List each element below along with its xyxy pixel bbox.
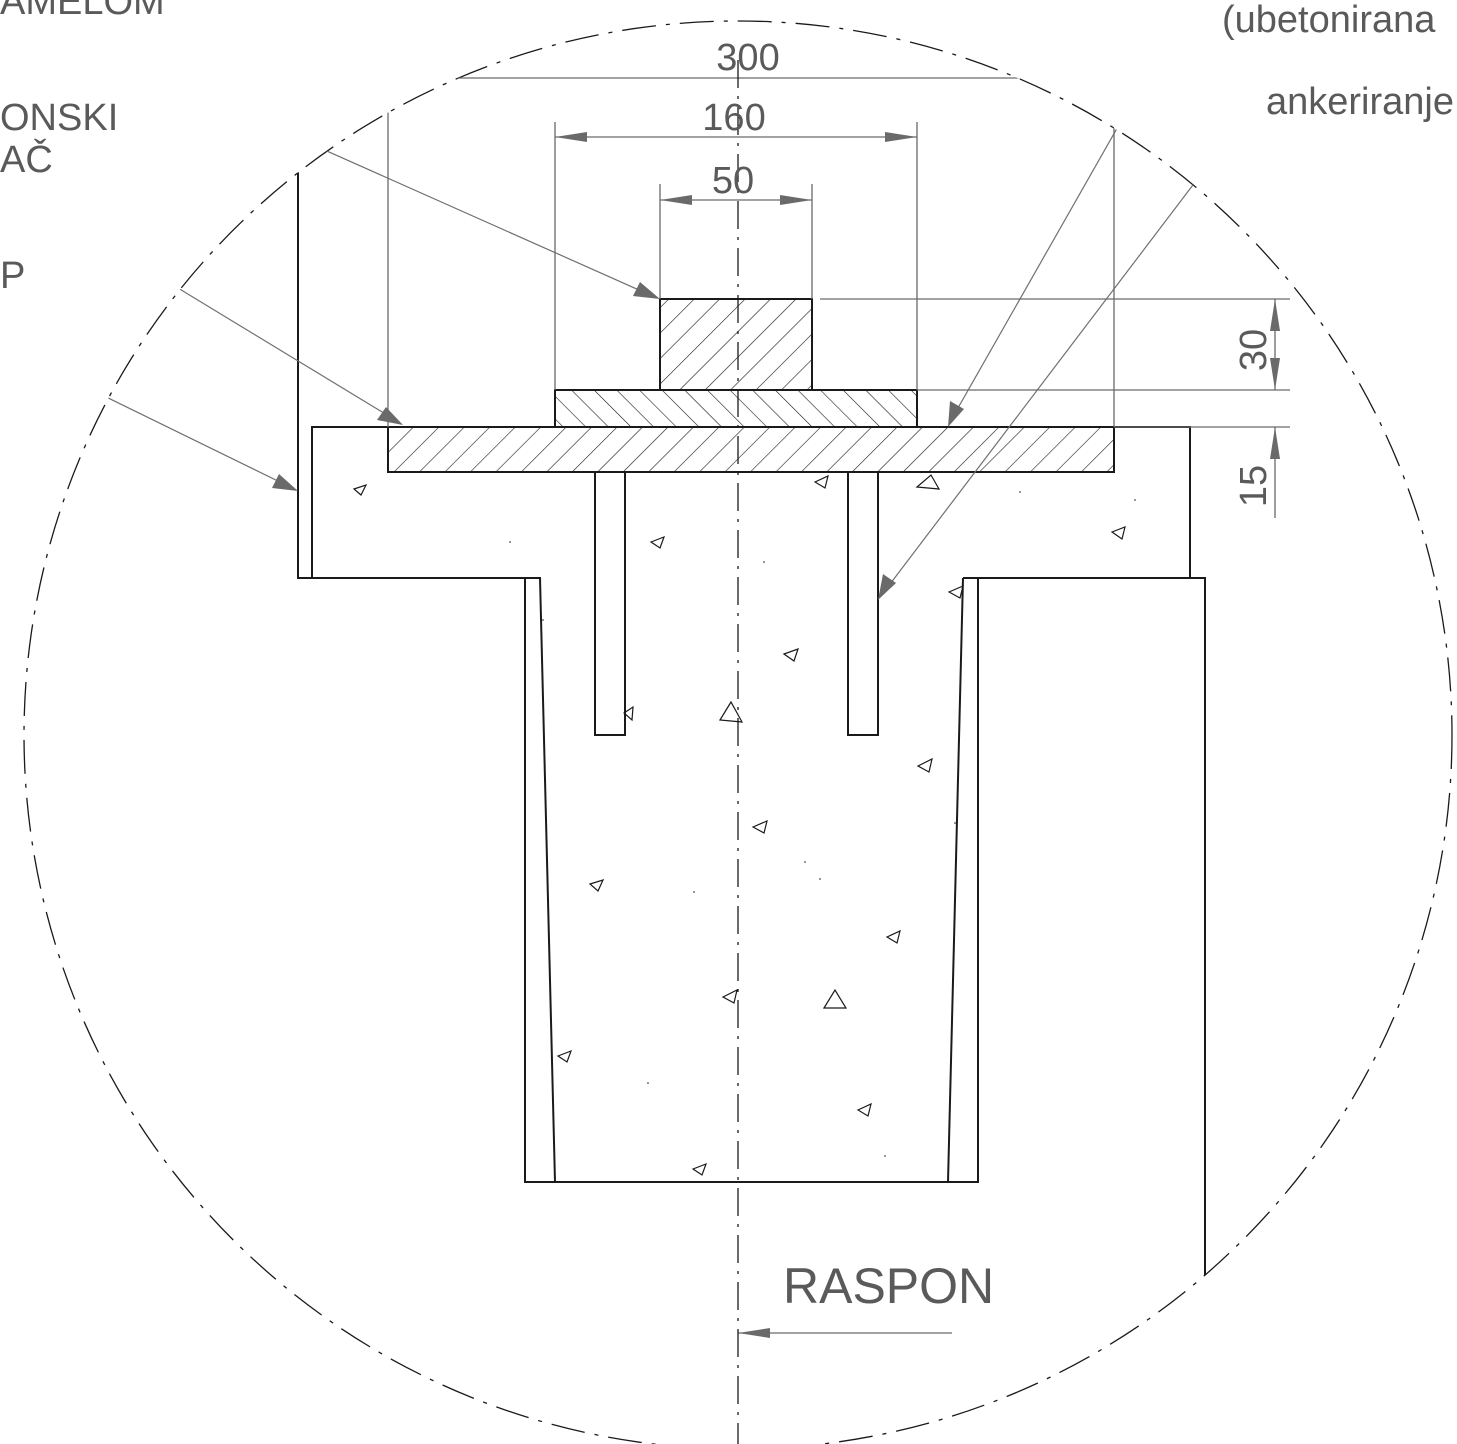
dimension-lines: [387, 62, 1290, 1338]
label-ubetonirana: (ubetonirana: [1222, 0, 1436, 41]
top-block: [659, 298, 813, 391]
bearing-plate: [554, 389, 918, 428]
leader-lines: [24, 21, 1263, 600]
label-onski: ONSKI: [0, 97, 118, 139]
dim-15: 15: [1233, 465, 1275, 507]
label-p: P: [0, 255, 25, 297]
left-wall: [297, 168, 312, 579]
label-amelom: AMELOM: [0, 0, 165, 23]
base-plate: [387, 426, 1115, 473]
dim-30: 30: [1233, 329, 1275, 371]
labels: AMELOM ONSKI AČ P (ubetonirana ankeriran…: [0, 0, 1454, 1314]
dim-160: 160: [702, 97, 765, 139]
anchor-bar-left: [594, 471, 626, 736]
pier-right-inner: [947, 577, 964, 1183]
label-ac: AČ: [0, 137, 53, 181]
dim-50: 50: [712, 160, 754, 202]
pier-left-inner: [525, 577, 556, 1183]
label-ankeriranje: ankeriranje: [1266, 81, 1454, 123]
detail-circle: [23, 20, 1453, 1444]
dim-300: 300: [716, 37, 779, 79]
aggregate-marks: [352, 474, 1136, 1176]
label-raspon: RASPON: [783, 1258, 994, 1314]
right-wall: [978, 577, 1206, 1300]
anchor-bar-right: [847, 471, 879, 736]
pier-left-outer: [524, 577, 979, 1183]
